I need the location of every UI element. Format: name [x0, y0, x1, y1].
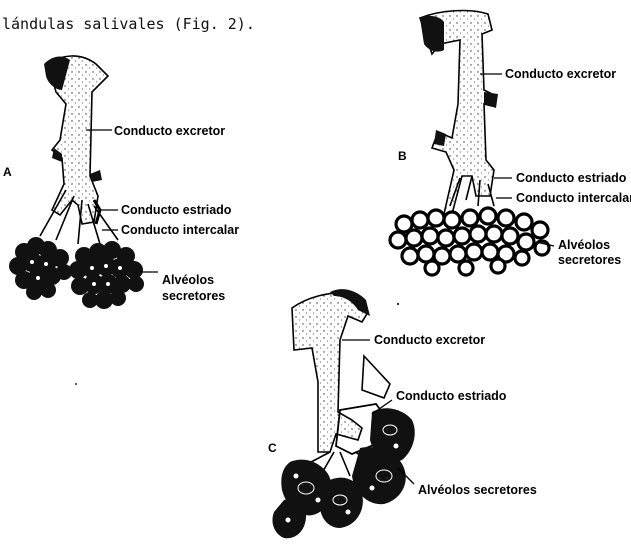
panel-b-duct-drawing: [420, 11, 498, 214]
panel-a-letter: A: [3, 165, 12, 179]
panel-b-letter: B: [398, 149, 407, 163]
panel-c-letter: C: [268, 441, 277, 455]
scan-speck: [397, 303, 399, 305]
panel-b-label-estriado: Conducto estriado: [516, 171, 627, 185]
panel-a-label-secretores: secretores: [162, 289, 225, 303]
panel-a-duct-drawing: [40, 56, 118, 244]
panel-b-label-intercalar: Conducto intercalar: [516, 191, 631, 205]
panel-c-label-excretor: Conducto excretor: [374, 333, 485, 347]
panel-a-label-excretor: Conducto excretor: [114, 124, 225, 138]
panel-b-alveoli: [390, 208, 549, 275]
panel-a: A: [3, 56, 239, 309]
panel-b-label-secretores: secretores: [558, 253, 621, 267]
panel-b: B Conducto excretor Conducto estriado Co…: [390, 11, 631, 275]
panel-a-alveoli: [9, 237, 144, 309]
panel-c-label-alveolos: Alvéolos secretores: [418, 483, 537, 497]
panel-c-label-estriado: Conducto estriado: [396, 389, 507, 403]
caption-text: lándulas salivales (Fig. 2).: [2, 15, 255, 33]
scan-speck: [75, 383, 77, 385]
panel-b-label-alveolos: Alvéolos: [558, 238, 610, 252]
panel-c: C: [268, 289, 537, 538]
panel-b-label-excretor: Conducto excretor: [505, 67, 616, 81]
panel-a-label-estriado: Conducto estriado: [121, 203, 232, 217]
panel-a-label-alveolos: Alvéolos: [162, 273, 214, 287]
panel-a-label-intercalar: Conducto intercalar: [121, 223, 239, 237]
